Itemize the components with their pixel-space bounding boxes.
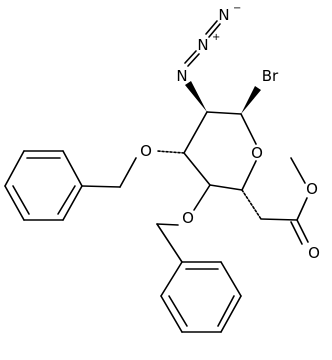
- benzyloxy-group-upper: O: [4, 142, 185, 221]
- azide-bond-n1-n2b: [184, 50, 197, 64]
- azide-bond-n1-n2a: [187, 53, 200, 67]
- phenyl-lower-bond-1: [160, 261, 183, 297]
- azide-group: N N + N −: [176, 3, 241, 112]
- wedge-bond-c1-br: [241, 86, 261, 114]
- azide-bond-n2-n3a: [208, 23, 221, 38]
- hashed-bond-c5-ch2: [241, 189, 262, 220]
- azide-n-attached: N: [176, 67, 187, 85]
- bond-carbonyl-c-o-double-a: [296, 219, 309, 243]
- phenyl-upper-double-2: [12, 185, 30, 215]
- phenyl-ring-lower: [160, 261, 242, 333]
- azide-n-central-charge: +: [212, 32, 220, 43]
- phenyl-lower-double-1: [168, 295, 188, 327]
- ring-oxygen: O: [251, 144, 263, 162]
- bond-o-ch2-upper: [119, 157, 137, 188]
- bond-ch2-phenyl-lower: [156, 223, 183, 263]
- phenyl-lower-bond-2: [160, 295, 183, 333]
- phenyl-upper-bond-1: [62, 150, 83, 187]
- bromo-substituent: Br: [241, 67, 279, 114]
- bond-carbonyl-c-o-single: [296, 197, 308, 221]
- benzyl-ether-oxygen-lower: O: [182, 209, 194, 227]
- phenyl-ring-upper: [4, 150, 83, 221]
- phenyl-upper-double-3: [57, 185, 76, 215]
- ester-methoxy-oxygen: O: [306, 180, 318, 198]
- methyl-ester-side-chain: O O: [241, 157, 320, 262]
- phenyl-upper-bond-4: [4, 185, 25, 221]
- phenyl-lower-bond-5: [220, 261, 242, 297]
- bromine-atom: Br: [262, 67, 279, 85]
- pyranose-ring: [183, 111, 257, 191]
- azide-bond-n2-n3b: [205, 20, 218, 35]
- benzyloxy-group-lower: O: [156, 184, 242, 333]
- phenyl-upper-bond-3: [4, 150, 25, 187]
- azide-n-terminal-charge: −: [233, 3, 241, 14]
- bond-ch2-phenyl-upper: [81, 185, 121, 188]
- bond-carbonyl-c-o-double-b: [290, 221, 303, 245]
- benzyl-ether-oxygen-upper: O: [140, 142, 152, 160]
- ester-carbonyl-oxygen: O: [308, 244, 320, 262]
- ring-bond-c4-c3: [183, 152, 211, 186]
- phenyl-upper-bond-6: [62, 185, 83, 221]
- phenyl-lower-bond-4: [220, 295, 242, 333]
- hashed-bond-c3-o: [156, 150, 185, 154]
- wedge-bond-c2-n: [185, 81, 207, 112]
- ring-bond-c5-c4: [209, 184, 243, 191]
- ring-bond-c1-o: [240, 113, 257, 145]
- azide-n-terminal: N: [218, 6, 229, 24]
- ring-bond-c2-c1: [206, 111, 242, 115]
- azide-n-central: N: [197, 36, 208, 54]
- bond-ch2-carbonyl-c: [260, 218, 298, 221]
- bond-c4-o: [193, 184, 211, 211]
- bond-o-ch2-lower: [156, 223, 179, 226]
- ring-bond-o-c5: [241, 160, 257, 191]
- ring-bond-c3-c2: [183, 111, 208, 154]
- bond-o-methyl: [290, 157, 306, 184]
- phenyl-lower-double-2: [217, 295, 235, 327]
